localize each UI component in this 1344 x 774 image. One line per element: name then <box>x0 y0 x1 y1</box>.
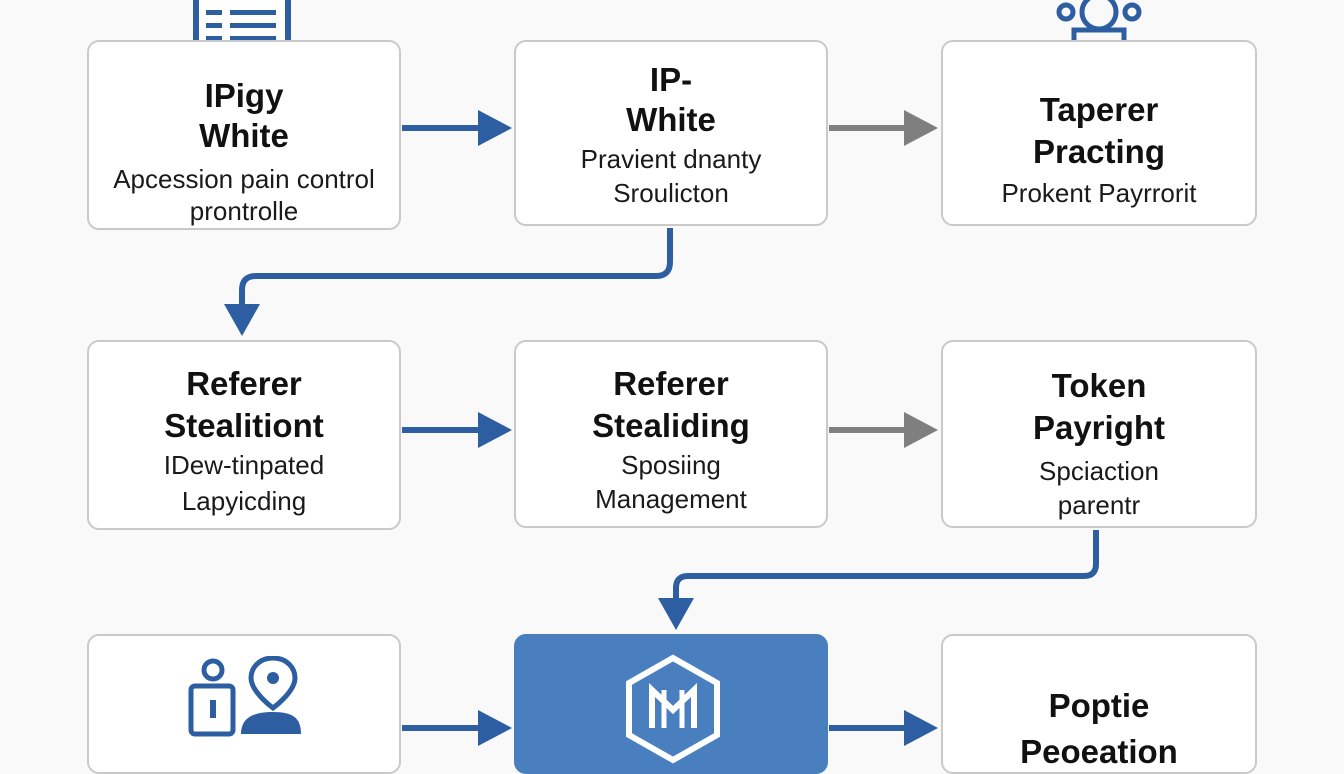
arrow-referer-stealiding-to-token-payright <box>829 412 938 448</box>
node-token-payright: Token Payright Spciaction parentr <box>941 340 1257 528</box>
arrow-ip-white-to-taperer <box>829 110 938 146</box>
node-title-line-1: Poptie <box>1048 687 1150 724</box>
node-desc-line-1: Spciaction <box>1039 456 1159 486</box>
node-referer-stealiding: Referer Stealiding Sposiing Management <box>514 340 828 528</box>
arrow-user-access-to-hub <box>402 710 512 746</box>
node-desc-line-2: Sroulicton <box>613 178 729 208</box>
node-desc-line-2: Management <box>595 484 747 514</box>
node-desc-line-1: IDew-tinpated <box>163 450 325 480</box>
node-title-line-2: White <box>626 101 716 138</box>
connector-token-payright-to-hub <box>658 530 1099 630</box>
node-desc-line-1: Sposiing <box>621 450 721 480</box>
arrow-hub-to-poptie <box>829 710 938 746</box>
node-title-line-1: Taperer <box>1039 91 1159 128</box>
node-title-line-2: Payright <box>1032 409 1166 446</box>
node-title-line-1: IP- <box>649 61 693 98</box>
node-desc-line-2: prontrolle <box>189 196 299 226</box>
node-title-line-2: Stealiding <box>592 407 750 444</box>
node-desc-line-2: parentr <box>1057 490 1141 520</box>
user-location-icon <box>188 656 301 737</box>
node-title-line-2: Stealitiont <box>164 407 324 444</box>
node-title-line-1: IPigy <box>204 77 284 114</box>
node-title-line-1: Referer <box>186 365 302 402</box>
node-taperer-practing: Taperer Practing Prokent Payrrorit <box>941 40 1257 226</box>
arrow-referer-stealitiont-to-referer-stealiding <box>402 412 512 448</box>
node-title-line-2: White <box>199 117 289 154</box>
node-desc-line-1: Apcession pain control <box>113 164 375 194</box>
node-title-line-1: Referer <box>613 365 729 402</box>
node-desc-line-1: Prokent Payrrorit <box>1001 178 1197 208</box>
node-desc-line-1: Pravient dnanty <box>580 144 762 174</box>
node-referer-stealitiont: Referer Stealitiont IDew-tinpated Lapyic… <box>87 340 401 530</box>
flow-diagram: IPigy White Apcession pain control pront… <box>87 0 1257 774</box>
node-title-line-2: Practing <box>1032 133 1166 170</box>
node-ip-white: IP- White Pravient dnanty Sroulicton <box>514 40 828 226</box>
connectors <box>224 110 1099 746</box>
node-ipigy-white: IPigy White Apcession pain control pront… <box>87 40 401 230</box>
node-title-line-1: Token <box>1051 367 1147 404</box>
connector-ip-white-to-referer-stealitiont <box>224 228 673 336</box>
node-desc-line-2: Lapyicding <box>181 486 307 516</box>
arrow-ipigy-to-ip-white <box>402 110 512 146</box>
